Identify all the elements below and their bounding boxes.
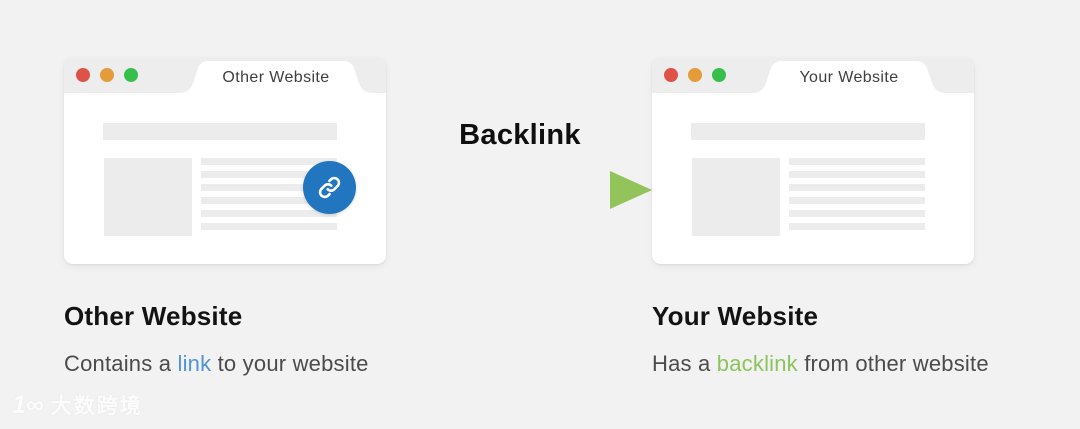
caption-subtitle-other: Contains a link to your website [64, 351, 369, 377]
content-placeholder-text-line [789, 171, 925, 178]
content-placeholder-text-line [201, 197, 337, 204]
watermark-text: 大数跨境 [50, 395, 143, 418]
minimize-dot-icon [100, 68, 114, 82]
content-placeholder-header [691, 123, 925, 140]
content-placeholder-text-line [201, 210, 337, 217]
traffic-lights [664, 68, 726, 82]
caption-title-other: Other Website [64, 301, 243, 331]
content-placeholder-text-line [789, 223, 925, 230]
content-placeholder-header [103, 123, 337, 140]
tab-label-your: Your Website [799, 69, 899, 86]
link-highlight: link [177, 351, 212, 376]
browser-window-other: Other Website [64, 57, 386, 264]
browser-header-your: Your Website [652, 57, 974, 93]
page-content-other [64, 93, 386, 264]
browser-tab-your: Your Website [752, 61, 946, 93]
watermark-logo-icon: 1∞ [12, 390, 44, 419]
maximize-dot-icon [712, 68, 726, 82]
content-placeholder-text-line [201, 158, 337, 165]
content-placeholder-text-line [201, 223, 337, 230]
browser-tab-other: Other Website [179, 61, 373, 93]
tab-shape [179, 61, 373, 93]
caption-text-after: from other website [797, 351, 989, 376]
link-icon [318, 176, 341, 199]
minimize-dot-icon [688, 68, 702, 82]
browser-window-your: Your Website [652, 57, 974, 264]
backlink-highlight: backlink [716, 351, 798, 376]
arrow-head [610, 171, 652, 209]
traffic-lights [76, 68, 138, 82]
maximize-dot-icon [124, 68, 138, 82]
page-content-your [652, 93, 974, 264]
caption-text-before: Has a [652, 351, 717, 376]
content-placeholder-text-line [789, 184, 925, 191]
caption-text-after: to your website [211, 351, 369, 376]
caption-text-before: Contains a [64, 351, 178, 376]
content-placeholder-text-line [789, 158, 925, 165]
tab-label-other: Other Website [222, 69, 330, 86]
close-dot-icon [76, 68, 90, 82]
link-badge [303, 161, 356, 214]
content-placeholder-text-line [201, 184, 337, 191]
caption-your-website: Your Website Has a backlink from other w… [652, 301, 989, 377]
content-placeholder-text-line [789, 210, 925, 217]
content-placeholder-image [692, 158, 780, 236]
backlink-arrow [388, 171, 652, 209]
backlink-label: Backlink [459, 119, 581, 151]
caption-title-your: Your Website [652, 301, 819, 331]
caption-subtitle-your: Has a backlink from other website [652, 351, 989, 377]
content-placeholder-text-line [201, 171, 337, 178]
caption-other-website: Other Website Contains a link to your we… [64, 301, 369, 377]
tab-shape [752, 61, 946, 93]
content-placeholder-image [104, 158, 192, 236]
close-dot-icon [664, 68, 678, 82]
content-placeholder-text-line [789, 197, 925, 204]
browser-header-other: Other Website [64, 57, 386, 93]
watermark: 1∞ 大数跨境 [12, 390, 143, 420]
